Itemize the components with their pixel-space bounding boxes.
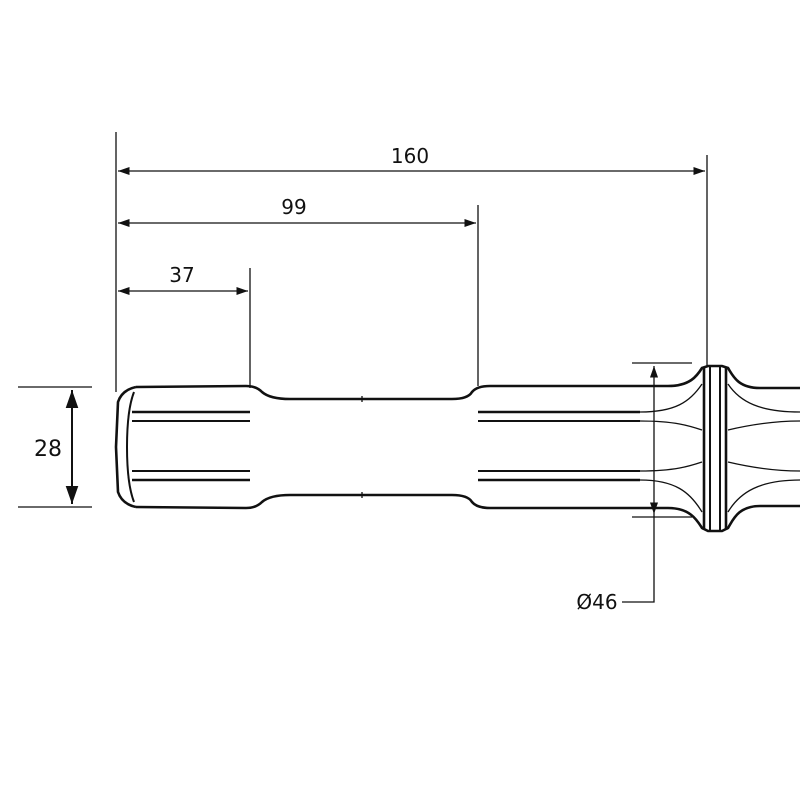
dim-label-28: 28 — [34, 437, 62, 462]
extension-lines — [18, 132, 708, 518]
shaft-body — [114, 364, 800, 533]
dim-label-160: 160 — [391, 144, 429, 168]
leader-46 — [622, 514, 655, 603]
dimension-lines — [65, 166, 705, 603]
dim-label-37: 37 — [169, 263, 194, 287]
dim-label-99: 99 — [281, 195, 306, 219]
dim-label-diameter-46: Ø46 — [576, 590, 617, 614]
